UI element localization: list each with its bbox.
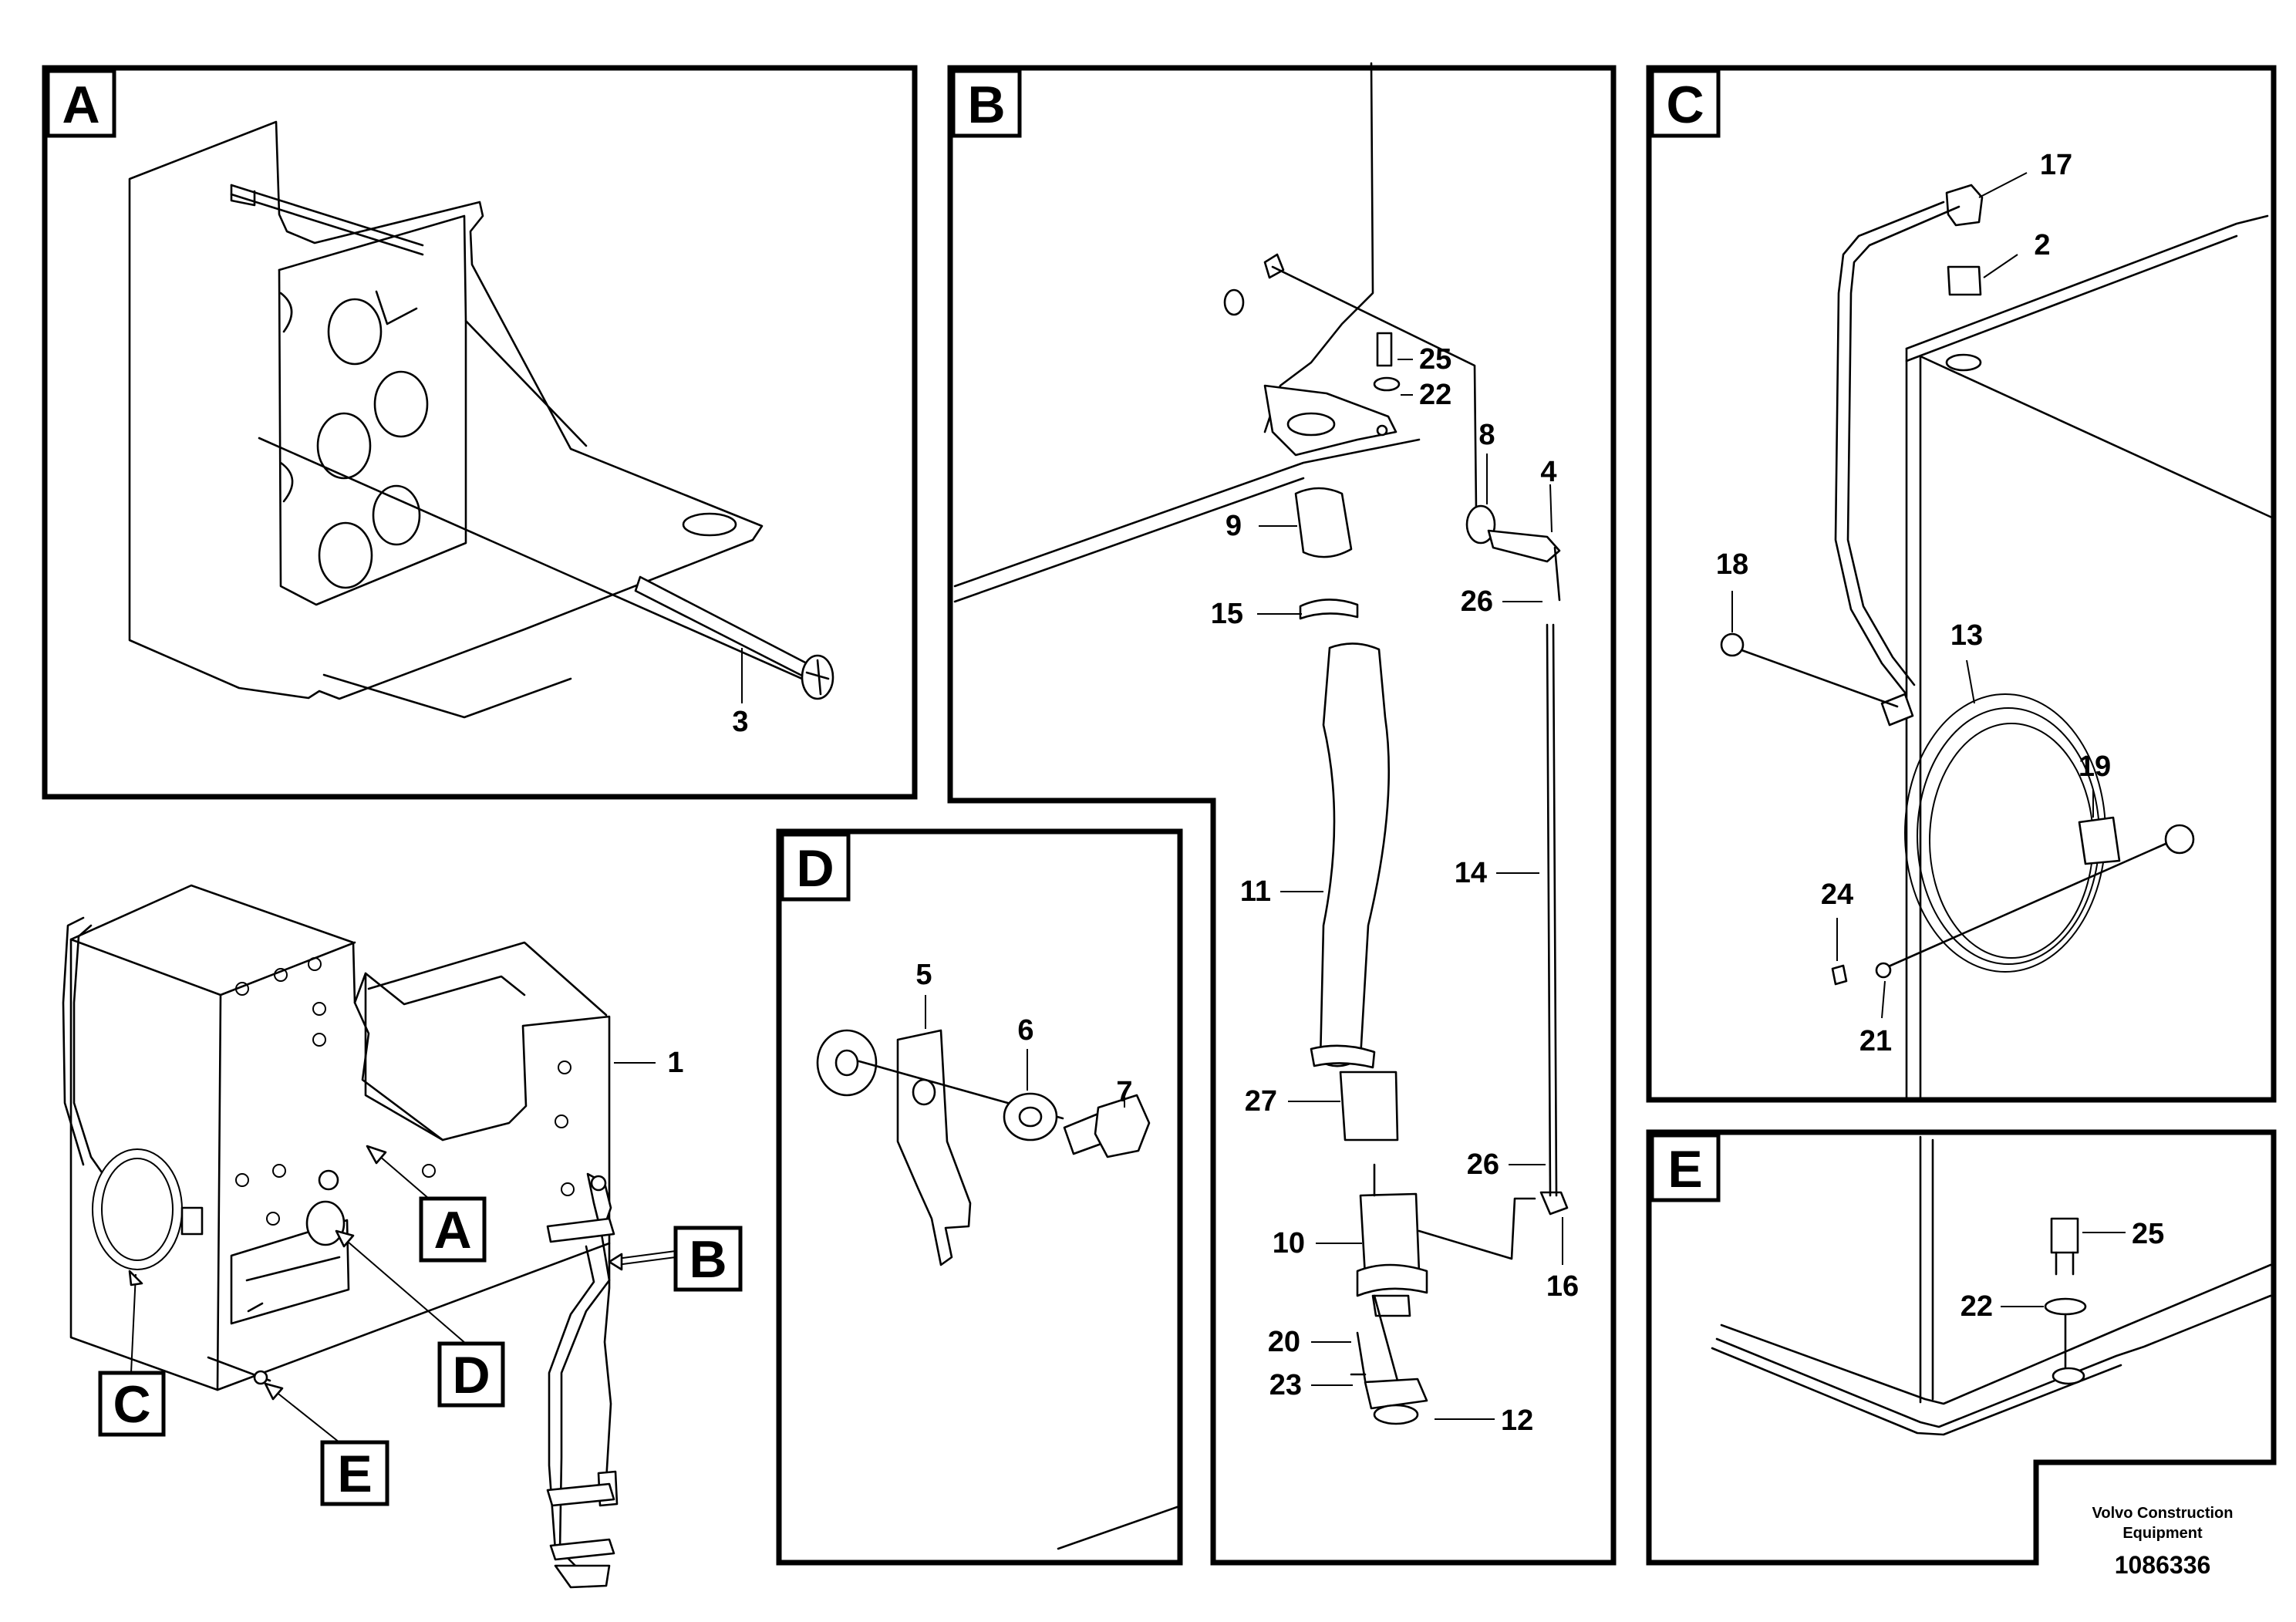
callout-b-box xyxy=(673,1226,743,1292)
panel-b-frame xyxy=(947,65,1617,1566)
panel-d-tag: D xyxy=(796,839,834,898)
panel-c: C 17 2 18 13 xyxy=(1646,65,2277,1103)
panel-d-tag-box xyxy=(780,832,851,902)
part-label-21: 21 xyxy=(1859,1025,1892,1057)
mounting-bolt-drawing xyxy=(816,1029,1178,1550)
document-number: 1086336 xyxy=(2115,1551,2211,1579)
panel-a: A 3 xyxy=(42,65,918,800)
panel-e-tag-box xyxy=(1650,1133,1721,1202)
part-label-25-e: 25 xyxy=(2132,1218,2164,1250)
part-label-26-top: 26 xyxy=(1461,585,1493,618)
part-label-16: 16 xyxy=(1546,1270,1579,1303)
part-label-18: 18 xyxy=(1716,548,1748,581)
part-label-19: 19 xyxy=(2079,750,2111,783)
panel-b-tag-box xyxy=(951,69,1022,138)
part-label-6: 6 xyxy=(1017,1014,1033,1047)
callout-c-box xyxy=(98,1371,166,1437)
part-label-8: 8 xyxy=(1478,419,1495,451)
part-label-23: 23 xyxy=(1269,1369,1302,1401)
callout-e-label: E xyxy=(337,1445,372,1503)
panel-d: D 5 6 7 xyxy=(776,828,1183,1566)
callout-a-label: A xyxy=(433,1201,471,1259)
part-label-3: 3 xyxy=(732,706,748,738)
bracket-plate-drawing xyxy=(128,120,834,719)
callout-c-label: C xyxy=(113,1375,150,1434)
callout-d-box xyxy=(437,1341,505,1408)
footer-credit: Volvo Construction Equipment 1086336 xyxy=(2092,1505,2234,1579)
panel-a-frame xyxy=(42,65,918,800)
callout-e-box xyxy=(320,1440,389,1506)
callout-a-box xyxy=(419,1196,487,1263)
hose-assembly-drawing xyxy=(953,62,1569,1425)
company-name-line1: Volvo Construction xyxy=(2092,1505,2234,1522)
panel-b: B xyxy=(947,62,1617,1566)
part-label-13: 13 xyxy=(1950,619,1983,652)
hose-holder-drawing xyxy=(1720,184,2275,1100)
panel-e-frame xyxy=(1646,1129,2277,1566)
panel-c-tag: C xyxy=(1666,76,1704,134)
tank-drawing xyxy=(62,884,619,1589)
panel-c-frame xyxy=(1646,65,2277,1103)
panel-b-tag: B xyxy=(967,76,1005,134)
part-label-26-bottom: 26 xyxy=(1467,1148,1499,1181)
part-label-14: 14 xyxy=(1455,857,1487,889)
part-label-10: 10 xyxy=(1273,1227,1305,1259)
callout-d-label: D xyxy=(452,1346,490,1404)
part-label-2: 2 xyxy=(2034,229,2050,261)
frame-bolt-drawing xyxy=(1711,1135,2272,1436)
part-label-5: 5 xyxy=(915,959,932,991)
part-label-1: 1 xyxy=(667,1047,683,1079)
part-label-22-b: 22 xyxy=(1419,379,1451,411)
part-label-25-b: 25 xyxy=(1419,343,1451,376)
part-label-27: 27 xyxy=(1245,1085,1277,1118)
part-label-7: 7 xyxy=(1116,1076,1132,1108)
callout-b-label: B xyxy=(689,1230,727,1289)
overview-assembly: 1 A B C D E xyxy=(62,884,743,1589)
part-label-4: 4 xyxy=(1540,456,1556,488)
part-label-22-e: 22 xyxy=(1961,1290,1993,1323)
panel-a-tag-box xyxy=(46,69,116,138)
panel-e-tag: E xyxy=(1667,1140,1702,1199)
part-label-24: 24 xyxy=(1821,878,1853,911)
part-label-20: 20 xyxy=(1268,1326,1300,1358)
part-label-11: 11 xyxy=(1240,875,1271,908)
part-label-12: 12 xyxy=(1501,1404,1533,1437)
panel-c-tag-box xyxy=(1650,69,1721,138)
panel-d-frame xyxy=(776,828,1183,1566)
part-label-17: 17 xyxy=(2040,149,2072,181)
company-name-line2: Equipment xyxy=(2122,1525,2203,1542)
panel-a-tag: A xyxy=(62,76,99,134)
part-label-9: 9 xyxy=(1226,510,1242,542)
part-label-15: 15 xyxy=(1211,598,1243,630)
panel-e: E 25 22 xyxy=(1646,1129,2277,1566)
